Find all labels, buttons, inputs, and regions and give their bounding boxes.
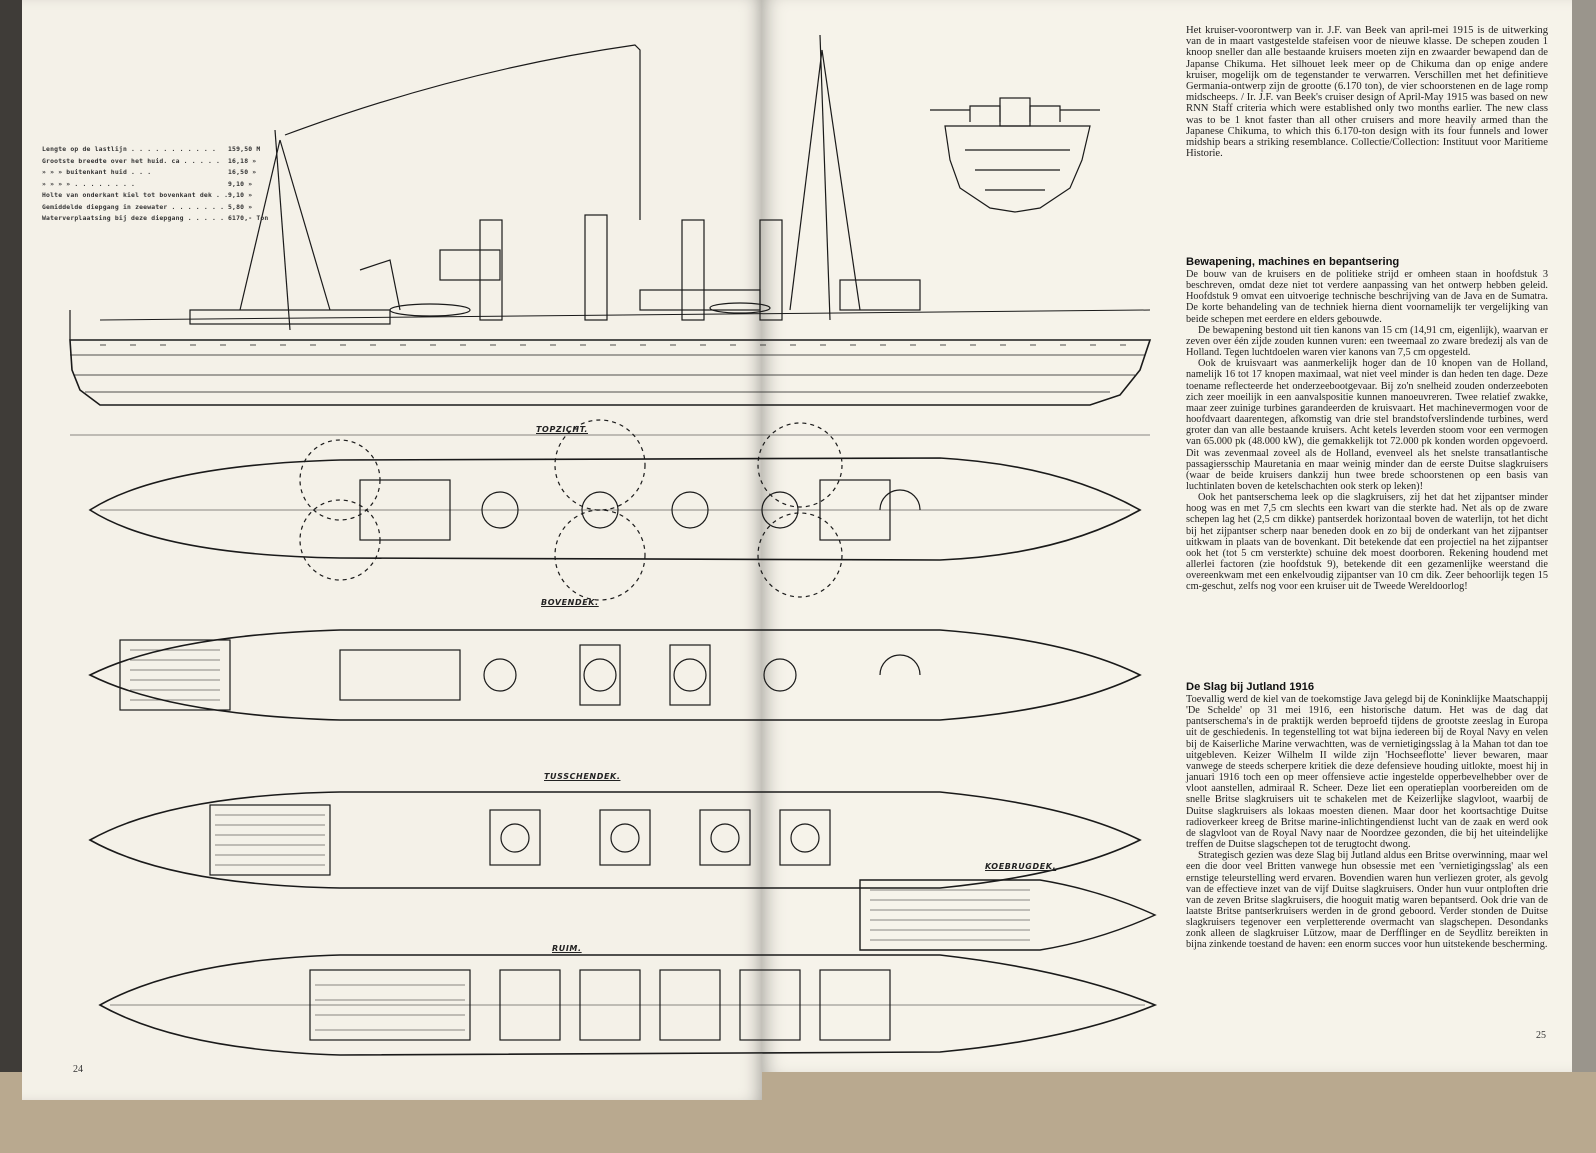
spec-value: 9,10 » bbox=[228, 179, 253, 188]
topzicht-plan-drawing bbox=[88, 419, 1142, 601]
spec-row: Grootste breedte over het huid. ca . . .… bbox=[42, 156, 274, 168]
spec-row: » » » buitenkant huid . . . 16,50 » bbox=[42, 167, 274, 179]
spec-row: » » » » . . . . . . . . 9,10 » bbox=[42, 179, 274, 191]
deck-label-ruim: RUIM. bbox=[552, 944, 582, 953]
tusschendek-plan-drawing bbox=[88, 791, 1142, 889]
paragraph: Strategisch gezien was deze Slag bij Jut… bbox=[1186, 850, 1548, 951]
side-profile-drawing bbox=[69, 34, 1152, 436]
ship-blueprint bbox=[69, 34, 1158, 1056]
spec-value: 5,80 » bbox=[228, 202, 253, 211]
spec-label: » » » » . . . . . . . . bbox=[42, 179, 136, 188]
spec-value: 16,18 » bbox=[228, 156, 257, 165]
bovendek-plan-drawing bbox=[88, 629, 1142, 721]
section-armament: Bewapening, machines en bepantsering De … bbox=[1186, 256, 1548, 593]
spec-value: 6170,- Ton bbox=[228, 214, 269, 222]
spec-value: 16,50 » bbox=[228, 168, 257, 176]
paragraph: De bouw van de kruisers en de politieke … bbox=[1186, 269, 1548, 325]
paragraph: Ook de kruisvaart was aanmerkelijk hoger… bbox=[1186, 358, 1548, 492]
spec-label: Gemiddelde diepgang in zeewater . . . . … bbox=[42, 202, 225, 211]
spec-row: Lengte op de lastlijn . . . . . . . . . … bbox=[42, 144, 274, 156]
section-heading: Bewapening, machines en bepantsering bbox=[1186, 256, 1400, 268]
page-number-left: 24 bbox=[73, 1064, 83, 1075]
deck-label-tusschendek: TUSSCHENDEK. bbox=[544, 772, 621, 781]
koebrugdek-plan-drawing bbox=[859, 879, 1157, 951]
deck-label-koebrugdek: KOEBRUGDEK. bbox=[985, 862, 1057, 871]
figure-caption: Het kruiser-voorontwerp van ir. J.F. van… bbox=[1186, 25, 1548, 160]
cross-section-drawing bbox=[930, 97, 1100, 213]
paragraph: De bewapening bestond uit tien kanons va… bbox=[1186, 324, 1548, 359]
spec-label: Waterverplaatsing bij deze diepgang . . … bbox=[42, 214, 225, 222]
spec-label: » » » buitenkant huid . . . bbox=[42, 168, 152, 176]
spec-row: Holte van onderkant kiel tot bovenkant d… bbox=[42, 190, 274, 202]
left-page bbox=[22, 0, 762, 1100]
spec-label: Holte van onderkant kiel tot bovenkant d… bbox=[42, 191, 228, 199]
dimension-specs-table: Lengte op de lastlijn . . . . . . . . . … bbox=[42, 144, 274, 225]
paragraph: Ook het pantserschema leek op die slagkr… bbox=[1186, 492, 1548, 593]
section-heading: De Slag bij Jutland 1916 bbox=[1186, 681, 1315, 693]
spec-value: 159,50 M bbox=[228, 145, 261, 153]
spec-label: Lengte op de lastlijn . . . . . . . . . … bbox=[42, 145, 217, 153]
deck-label-topzicht: TOPZICHT. bbox=[536, 425, 589, 434]
ruim-plan-drawing bbox=[98, 954, 1158, 1056]
section-jutland: De Slag bij Jutland 1916 Toevallig werd … bbox=[1186, 681, 1548, 951]
page-number-right: 25 bbox=[1536, 1030, 1546, 1041]
section-body: Toevallig werd de kiel van de toekomstig… bbox=[1186, 694, 1548, 951]
spec-value: 9,10 » bbox=[228, 191, 253, 199]
right-page bbox=[762, 0, 1572, 1072]
spec-row: Gemiddelde diepgang in zeewater . . . . … bbox=[42, 202, 274, 214]
spec-label: Grootste breedte over het huid. ca . . .… bbox=[42, 156, 221, 165]
paragraph: Toevallig werd de kiel van de toekomstig… bbox=[1186, 694, 1548, 851]
background-surface bbox=[0, 0, 22, 1153]
spec-row: Waterverplaatsing bij deze diepgang . . … bbox=[42, 213, 274, 225]
deck-label-bovendek: BOVENDEK. bbox=[541, 598, 599, 607]
section-body: De bouw van de kruisers en de politieke … bbox=[1186, 269, 1548, 593]
